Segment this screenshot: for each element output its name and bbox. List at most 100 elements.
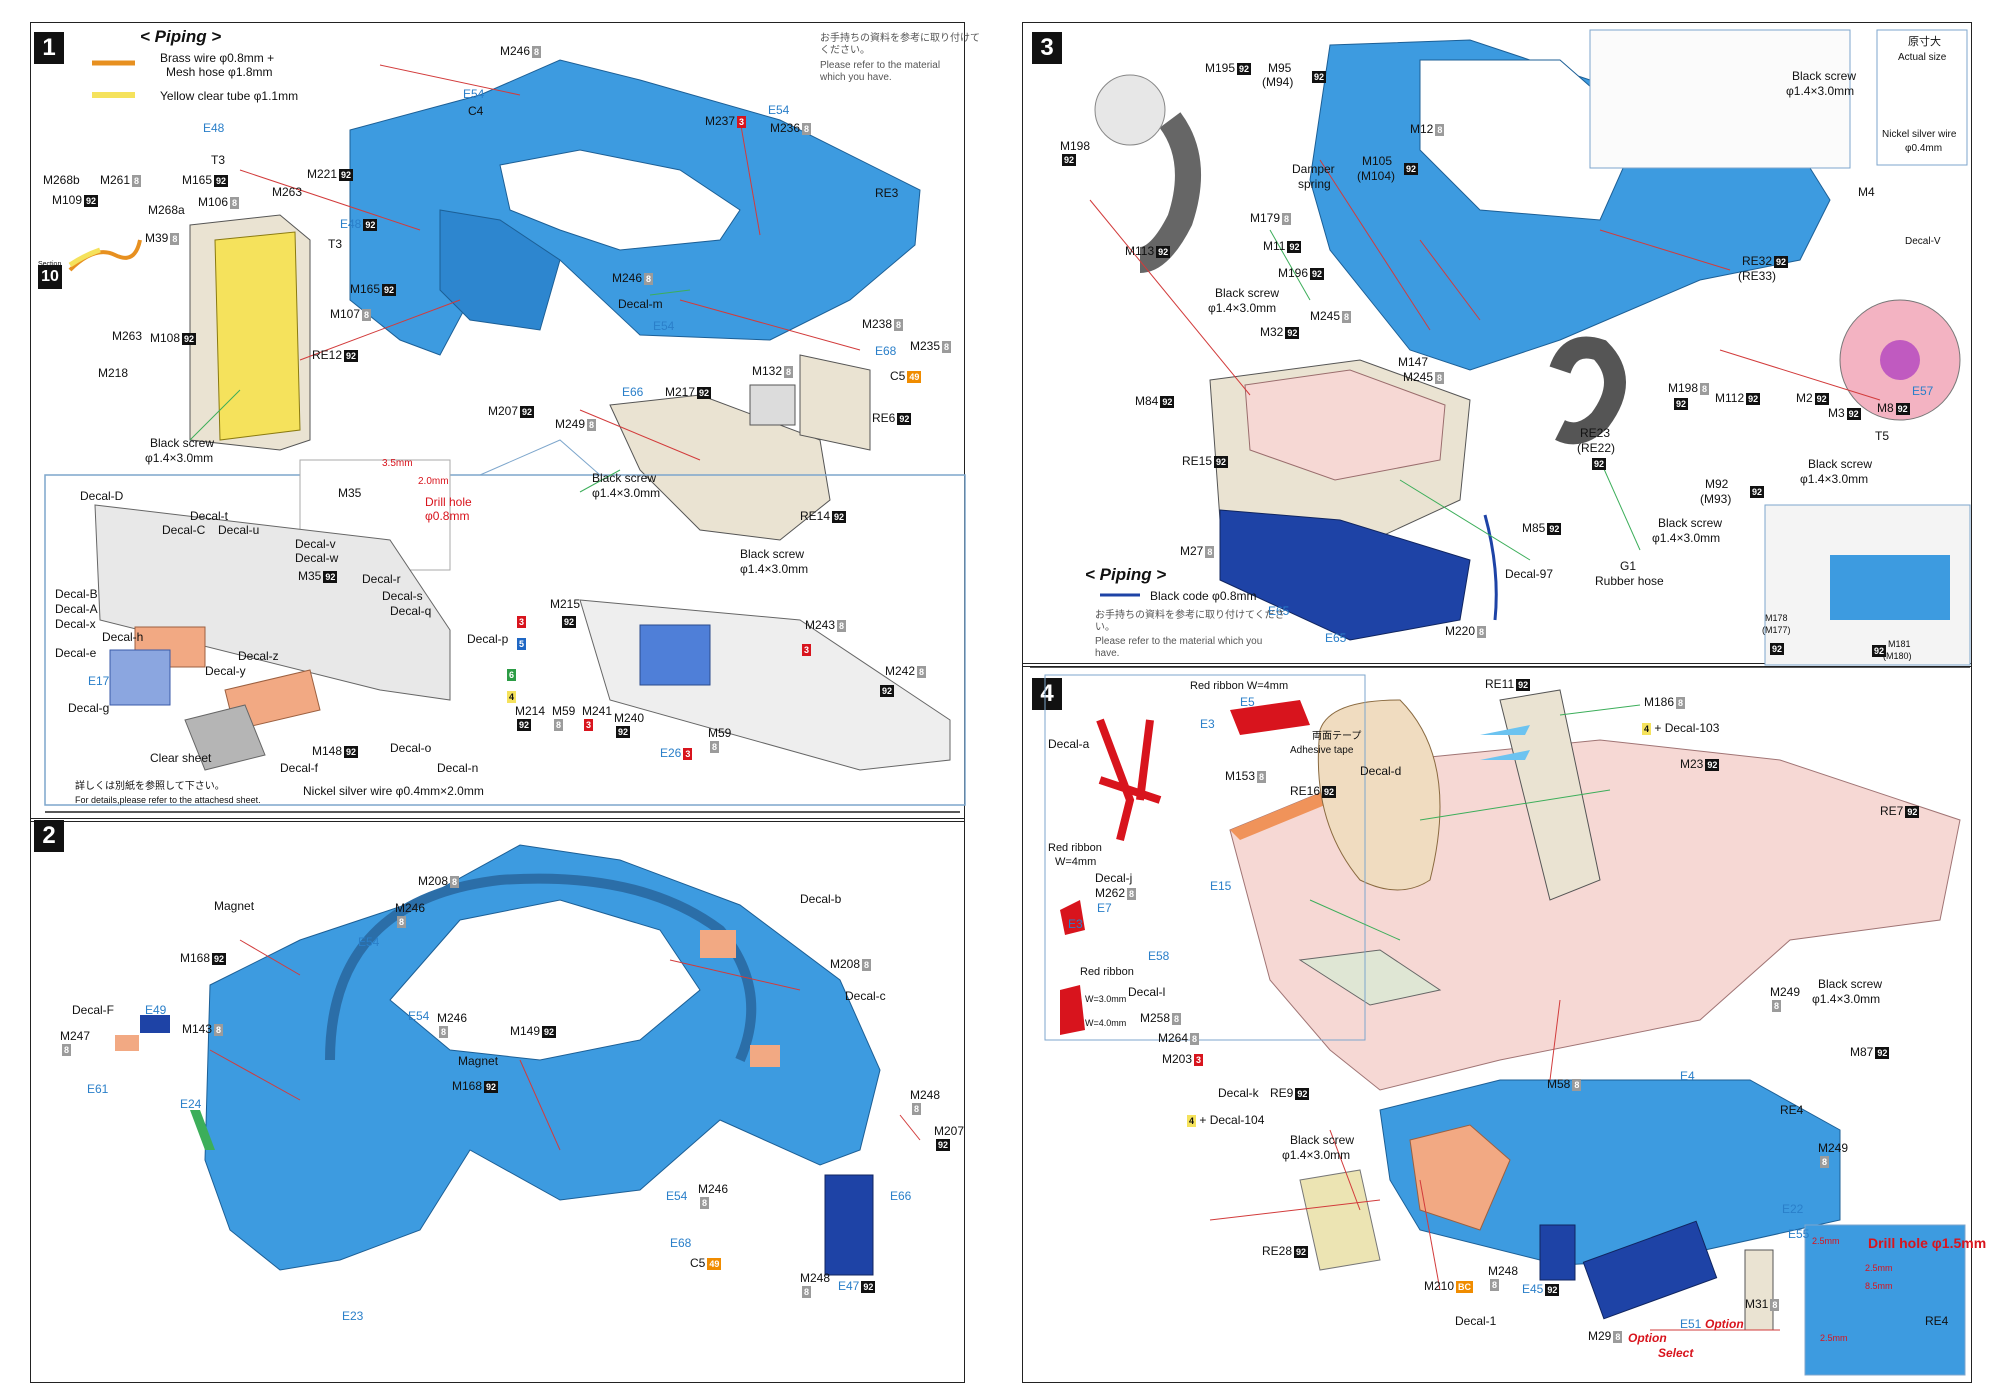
s4-re11-text: RE11 xyxy=(1485,677,1515,691)
s3-m12-text: M12 xyxy=(1410,122,1434,136)
decal-e-panel xyxy=(109,649,171,706)
tag: 8 xyxy=(1190,1032,1200,1045)
s3-nickel-spec: φ0.4mm xyxy=(1905,143,1943,154)
m32-pink xyxy=(1244,369,1446,481)
m238-text: M238 xyxy=(862,317,893,331)
m23-panel xyxy=(1298,949,1442,1006)
tag: 3 xyxy=(737,115,747,128)
decal-t: Decal-t xyxy=(190,509,229,523)
s4-option-2: Option xyxy=(1705,1317,1744,1331)
s2-m208b-text: M208 xyxy=(830,957,861,971)
decal-C: Decal-C xyxy=(162,523,206,537)
belt-strap xyxy=(1096,718,1162,841)
s3-m180: (M180) xyxy=(1883,651,1912,661)
s4-decal104: 4 + Decal-104 xyxy=(1185,1114,1264,1127)
e48-1: E48 xyxy=(203,121,225,135)
s4-e7: E7 xyxy=(1097,901,1112,915)
tag: 92 xyxy=(1774,255,1789,268)
tag: 8 xyxy=(230,196,240,209)
s4-m203-text: M203 xyxy=(1162,1052,1193,1066)
s2-e68: E68 xyxy=(670,1236,692,1250)
m241-text: M241 xyxy=(582,704,613,718)
s4-e22: E22 xyxy=(1782,1202,1804,1216)
s2-e61: E61 xyxy=(87,1082,109,1096)
tag: 8 xyxy=(1772,999,1782,1012)
decal-f: Decal-f xyxy=(280,761,319,775)
s3-e65a: E65 xyxy=(1268,604,1290,618)
s2-m246c-text: M246 xyxy=(698,1182,729,1196)
drill-08-label: φ0.8mm xyxy=(425,509,470,523)
m246b-text: M246 xyxy=(612,271,643,285)
s2-e54c: E54 xyxy=(666,1189,688,1203)
s2-e54a: E54 xyxy=(358,935,380,949)
drill-hole-label: Drill hole xyxy=(425,495,472,509)
s4-m262-text: M262 xyxy=(1095,886,1126,900)
s3-m84-text: M84 xyxy=(1135,394,1159,408)
m268b: M268b xyxy=(43,173,80,187)
tag: 8 xyxy=(644,272,654,285)
tag: 92 xyxy=(1895,402,1910,415)
tag: 92 xyxy=(1846,407,1861,420)
tag: 92 xyxy=(363,218,378,231)
tag: 92 xyxy=(936,1138,951,1151)
tag: 92 xyxy=(1160,395,1175,408)
s4-w40: W=4.0mm xyxy=(1085,1018,1127,1028)
tag: 8 xyxy=(170,232,180,245)
tag: 92 xyxy=(1875,1046,1890,1059)
tag: 8 xyxy=(1820,1155,1830,1168)
decal-q: Decal-q xyxy=(390,604,432,618)
m240-text: M240 xyxy=(614,711,645,725)
s3-m245b-text: M245 xyxy=(1403,370,1434,384)
m107-text: M107 xyxy=(330,307,361,321)
tag: 8 xyxy=(710,740,720,753)
s3-g1: G1 xyxy=(1620,559,1637,573)
re6-text: RE6 xyxy=(872,411,896,425)
tag: 8 xyxy=(450,875,460,888)
m132-text: M132 xyxy=(752,364,783,378)
m237-text: M237 xyxy=(705,114,736,128)
decal-o: Decal-o xyxy=(390,741,432,755)
s3-m11-text: M11 xyxy=(1263,239,1286,253)
s2-magnet2: Magnet xyxy=(458,1054,499,1068)
step1-piping-title: < Piping > xyxy=(140,27,222,46)
e54-1: E54 xyxy=(463,87,485,101)
decal-m: Decal-m xyxy=(618,297,663,311)
s3-tag92-f: 92 xyxy=(1770,642,1785,655)
s4-e58: E58 xyxy=(1148,949,1170,963)
s2-m207-text: M207 xyxy=(934,1124,965,1138)
e54-3: E54 xyxy=(653,319,675,333)
re12-text: RE12 xyxy=(312,348,343,362)
tag: 8 xyxy=(942,340,952,353)
s2-e54b: E54 xyxy=(408,1009,430,1023)
s4-w30: W=3.0mm xyxy=(1085,994,1127,1004)
e51-panel xyxy=(1582,1220,1718,1320)
s4-m249a-text: M249 xyxy=(1770,985,1801,999)
re3-inner xyxy=(439,209,561,331)
s3-re22: (RE22) xyxy=(1577,441,1616,455)
decal-z: Decal-z xyxy=(238,649,279,663)
tag: 92 xyxy=(897,412,912,425)
s4-m249b-text: M249 xyxy=(1818,1141,1849,1155)
screw-spec-1: φ1.4×3.0mm xyxy=(145,451,214,465)
